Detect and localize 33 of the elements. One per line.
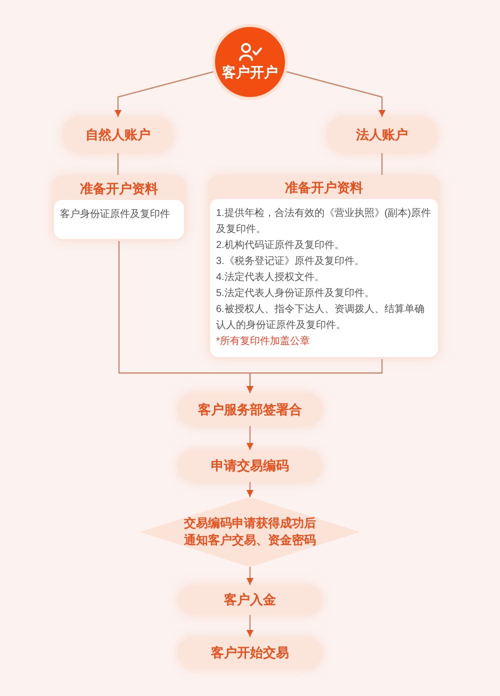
- document-item: 6.被授权人、指令下达人、资调拨人、结算单确认人的身份证原件及复印件。: [216, 302, 426, 333]
- step-label: 自然人账户: [86, 126, 150, 144]
- document-item: 1.提供年检，合法有效的《营业执照》(副本)原件及复印件。: [216, 206, 432, 237]
- flow-arrow: [246, 482, 254, 497]
- step-label: 申请交易编码: [211, 457, 289, 476]
- step-label: 客户服务部签署合: [198, 400, 302, 419]
- process-pill: [178, 637, 322, 669]
- flow-arrow: [246, 615, 254, 637]
- process-pill: [63, 117, 173, 153]
- flow-arrow: [246, 426, 254, 450]
- document-item: 3.《税务登记证》原件及复印件。: [216, 254, 364, 269]
- process-pill: [178, 393, 322, 426]
- process-pill: [327, 117, 437, 153]
- document-item: 客户身份证原件及复印件: [60, 208, 170, 222]
- decision-label: 交易编码申请获得成功后通知客户交易、资金密码: [183, 515, 317, 549]
- step-label: 法人账户: [356, 126, 408, 144]
- document-item: 5.法定代表人身份证原件及复印件。: [216, 286, 374, 301]
- flow-arrow: [246, 359, 383, 393]
- connector-line: [381, 153, 383, 175]
- note-text: *所有复印件加盖公章: [216, 334, 310, 349]
- info-panel: [208, 175, 440, 359]
- panel-heading: 准备开户资料: [285, 179, 363, 198]
- document-item: 4.法定代表人授权文件。: [216, 270, 324, 285]
- process-pill: [178, 585, 322, 615]
- step-label: 客户入金: [224, 591, 276, 610]
- info-panel: [52, 175, 186, 241]
- document-item: 2.机构代码证原件及复印件。: [216, 238, 344, 253]
- step-label: 客户开始交易: [211, 644, 289, 662]
- flow-arrow: [246, 567, 254, 585]
- process-pill: [178, 450, 322, 482]
- circle-label: 客户开户: [222, 64, 278, 82]
- connector-line: [117, 153, 119, 175]
- panel-heading: 准备开户资料: [80, 180, 158, 198]
